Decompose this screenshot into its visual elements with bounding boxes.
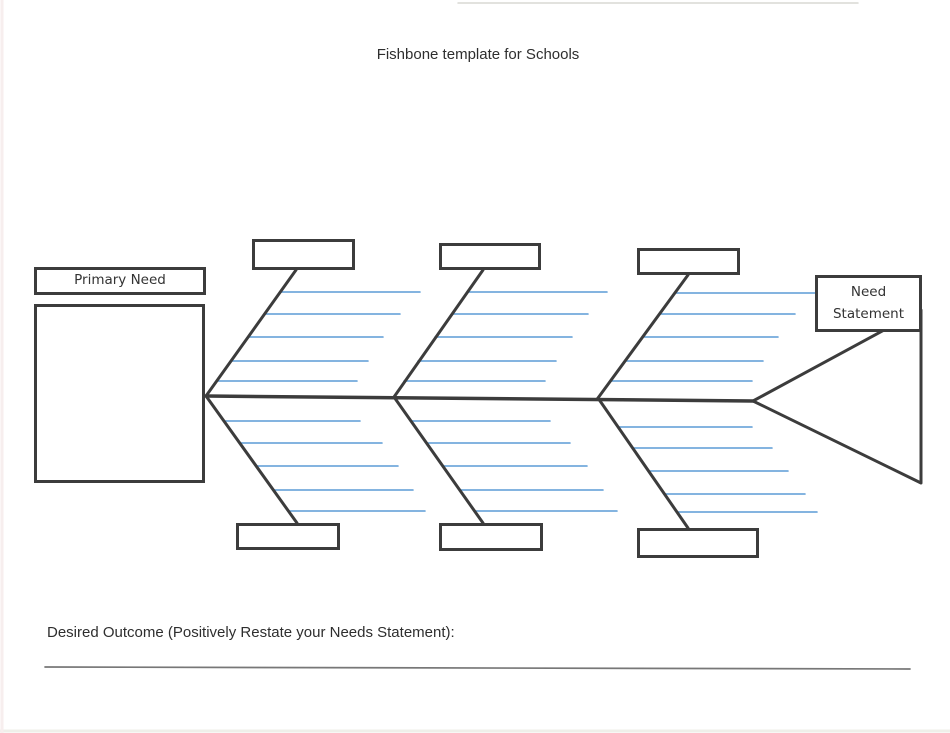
category-box-top-3 — [637, 248, 740, 275]
primary-need-label: Primary Need — [74, 272, 166, 289]
bone-line — [596, 396, 690, 530]
bone-line — [596, 273, 690, 400]
category-box-bottom-3 — [637, 528, 759, 558]
category-box-bottom-2 — [439, 523, 543, 551]
category-box-top-2 — [439, 243, 541, 270]
category-box-top-1 — [252, 239, 355, 270]
footer-underline — [44, 666, 911, 670]
bone-line — [204, 394, 299, 525]
primary-need-label-box — [34, 267, 206, 295]
page-title: Fishbone template for Schools — [376, 46, 580, 63]
bone-line — [204, 268, 298, 398]
fish-head-outline — [751, 308, 923, 485]
primary-need-box — [34, 304, 205, 483]
bone-line — [392, 268, 485, 399]
bone-line — [392, 395, 485, 525]
need-statement-label: Need Statement — [832, 283, 905, 322]
desired-outcome-label: Desired Outcome (Positively Restate your… — [47, 624, 455, 641]
need-statement-box — [815, 275, 922, 332]
spine-line — [204, 394, 755, 403]
category-box-bottom-1 — [236, 523, 340, 550]
